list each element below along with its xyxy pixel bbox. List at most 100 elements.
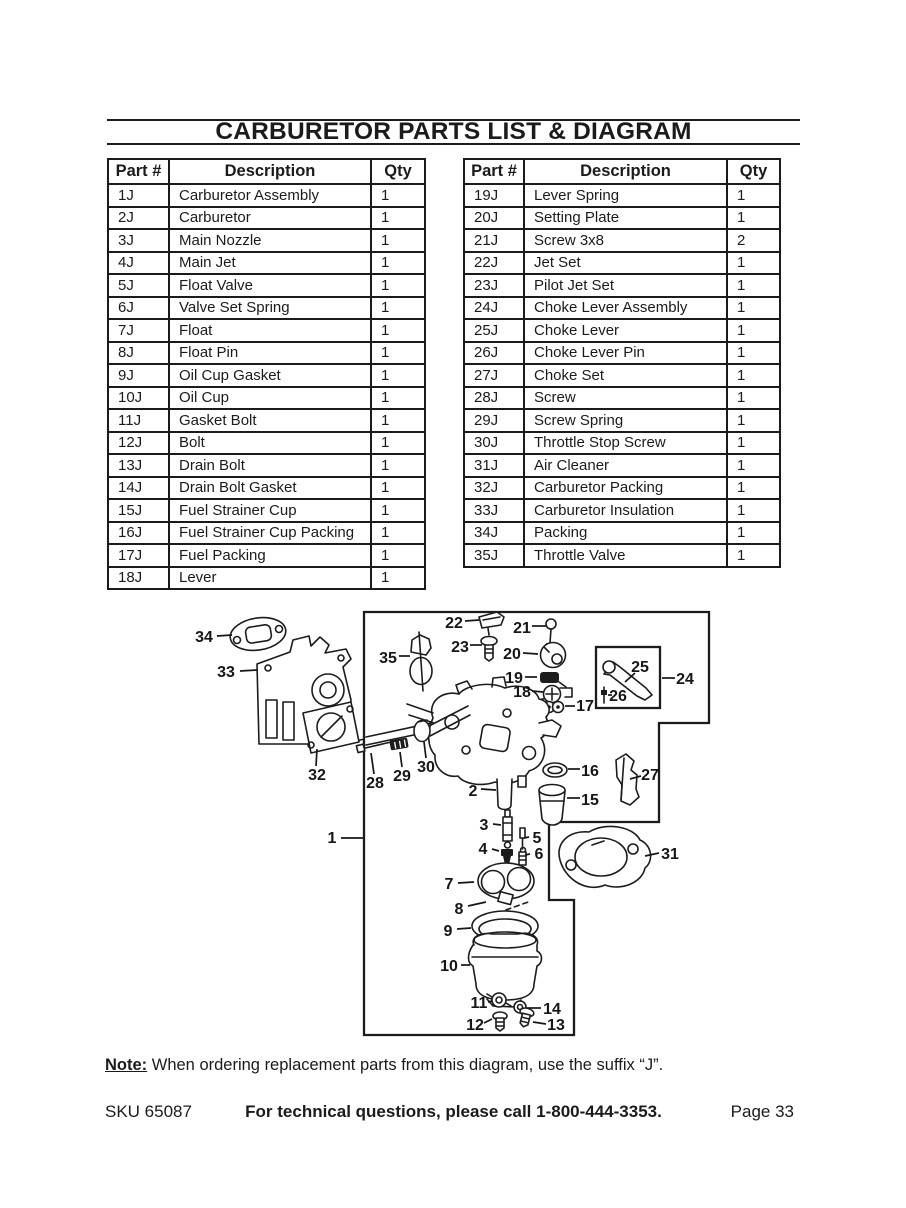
table-cell: 1 xyxy=(726,408,781,433)
table-cell: Gasket Bolt xyxy=(168,408,372,433)
table-cell: Float Pin xyxy=(168,340,372,365)
part-8-float-pin xyxy=(488,900,532,917)
table-cell: 23J xyxy=(463,273,525,298)
table-cell: 2 xyxy=(726,228,781,253)
table-cell: Pilot Jet Set xyxy=(523,273,728,298)
table-cell: Screw Spring xyxy=(523,408,728,433)
callout-label-14: 14 xyxy=(543,1001,561,1018)
table-cell: 25J xyxy=(463,318,525,343)
table-cell: 6J xyxy=(107,295,170,320)
table-cell: 1 xyxy=(370,340,426,365)
part-28-screw xyxy=(355,738,405,754)
table-cell: 1 xyxy=(726,250,781,275)
callout-label-16: 16 xyxy=(581,763,599,780)
table-cell: 17J xyxy=(107,543,170,568)
table-cell: Carburetor Packing xyxy=(523,475,728,500)
table-cell: 1 xyxy=(726,295,781,320)
table-cell: 31J xyxy=(463,453,525,478)
table-cell: Float xyxy=(168,318,372,343)
table-cell: Carburetor xyxy=(168,205,372,230)
callout-leader-4 xyxy=(491,848,500,852)
note-text: When ordering replacement parts from thi… xyxy=(147,1056,664,1074)
table-cell: 1 xyxy=(726,475,781,500)
table-cell: Choke Lever Assembly xyxy=(523,295,728,320)
table-cell: 1 xyxy=(370,183,426,208)
callout-label-1: 1 xyxy=(328,830,337,847)
part-35-throttle-valve xyxy=(409,631,433,692)
table-cell: 1 xyxy=(370,385,426,410)
table-cell: Carburetor Insulation xyxy=(523,498,728,523)
part-25-choke-lever xyxy=(602,660,653,701)
part-22-jet-set xyxy=(478,611,505,636)
table-cell: 11J xyxy=(107,408,170,433)
table-cell: 27J xyxy=(463,363,525,388)
table-cell: Fuel Strainer Cup xyxy=(168,498,372,523)
callout-label-35: 35 xyxy=(379,650,397,667)
col-header-part: Part # xyxy=(463,158,525,185)
callout-label-6: 6 xyxy=(535,846,544,863)
table-cell: 1 xyxy=(370,250,426,275)
callout-label-11: 11 xyxy=(471,995,488,1012)
table-cell: 7J xyxy=(107,318,170,343)
table-cell: 26J xyxy=(463,340,525,365)
callout-leader-9 xyxy=(456,927,472,930)
callout-label-27: 27 xyxy=(641,767,659,784)
callout-leader-18 xyxy=(531,690,544,693)
callout-label-29: 29 xyxy=(393,768,411,785)
table-cell: 12J xyxy=(107,430,170,455)
table-cell: Oil Cup Gasket xyxy=(168,363,372,388)
table-cell: 24J xyxy=(463,295,525,320)
table-cell: Screw xyxy=(523,385,728,410)
callout-label-25: 25 xyxy=(631,659,649,676)
table-cell: Drain Bolt Gasket xyxy=(168,475,372,500)
table-cell: Lever Spring xyxy=(523,183,728,208)
note-label: Note: xyxy=(105,1056,148,1074)
part-26-choke-lever-pin xyxy=(601,686,607,704)
table-cell: 1 xyxy=(726,385,781,410)
table-cell: Main Nozzle xyxy=(168,228,372,253)
table-cell: Jet Set xyxy=(523,250,728,275)
table-cell: Fuel Packing xyxy=(168,543,372,568)
table-cell: 10J xyxy=(107,385,170,410)
callout-leader-7 xyxy=(457,881,475,884)
callout-label-30: 30 xyxy=(417,759,435,776)
callout-leader-33 xyxy=(239,669,258,672)
callout-leader-32 xyxy=(315,748,318,767)
table-cell: 1 xyxy=(370,565,426,590)
callout-label-12: 12 xyxy=(466,1017,484,1034)
part-23-pilot-jet-set xyxy=(480,635,498,662)
part-32-carburetor-packing xyxy=(302,701,360,754)
carburetor-exploded-diagram: 3433321352221232019181725262430292821615… xyxy=(195,610,711,1037)
callout-label-20: 20 xyxy=(503,646,521,663)
table-cell: 29J xyxy=(463,408,525,433)
table-cell: 1 xyxy=(726,363,781,388)
table-cell: 19J xyxy=(463,183,525,208)
table-cell: 1 xyxy=(370,520,426,545)
callout-label-28: 28 xyxy=(366,775,384,792)
part-34-packing xyxy=(229,616,287,652)
page-title: CARBURETOR PARTS LIST & DIAGRAM xyxy=(215,118,692,145)
callout-leader-25 xyxy=(624,672,636,683)
callout-leader-8 xyxy=(467,901,487,907)
callout-label-5: 5 xyxy=(533,830,542,847)
callout-leader-2 xyxy=(480,788,497,791)
callout-label-17: 17 xyxy=(576,698,594,715)
table-cell: 8J xyxy=(107,340,170,365)
table-cell: Throttle Valve xyxy=(523,543,728,568)
